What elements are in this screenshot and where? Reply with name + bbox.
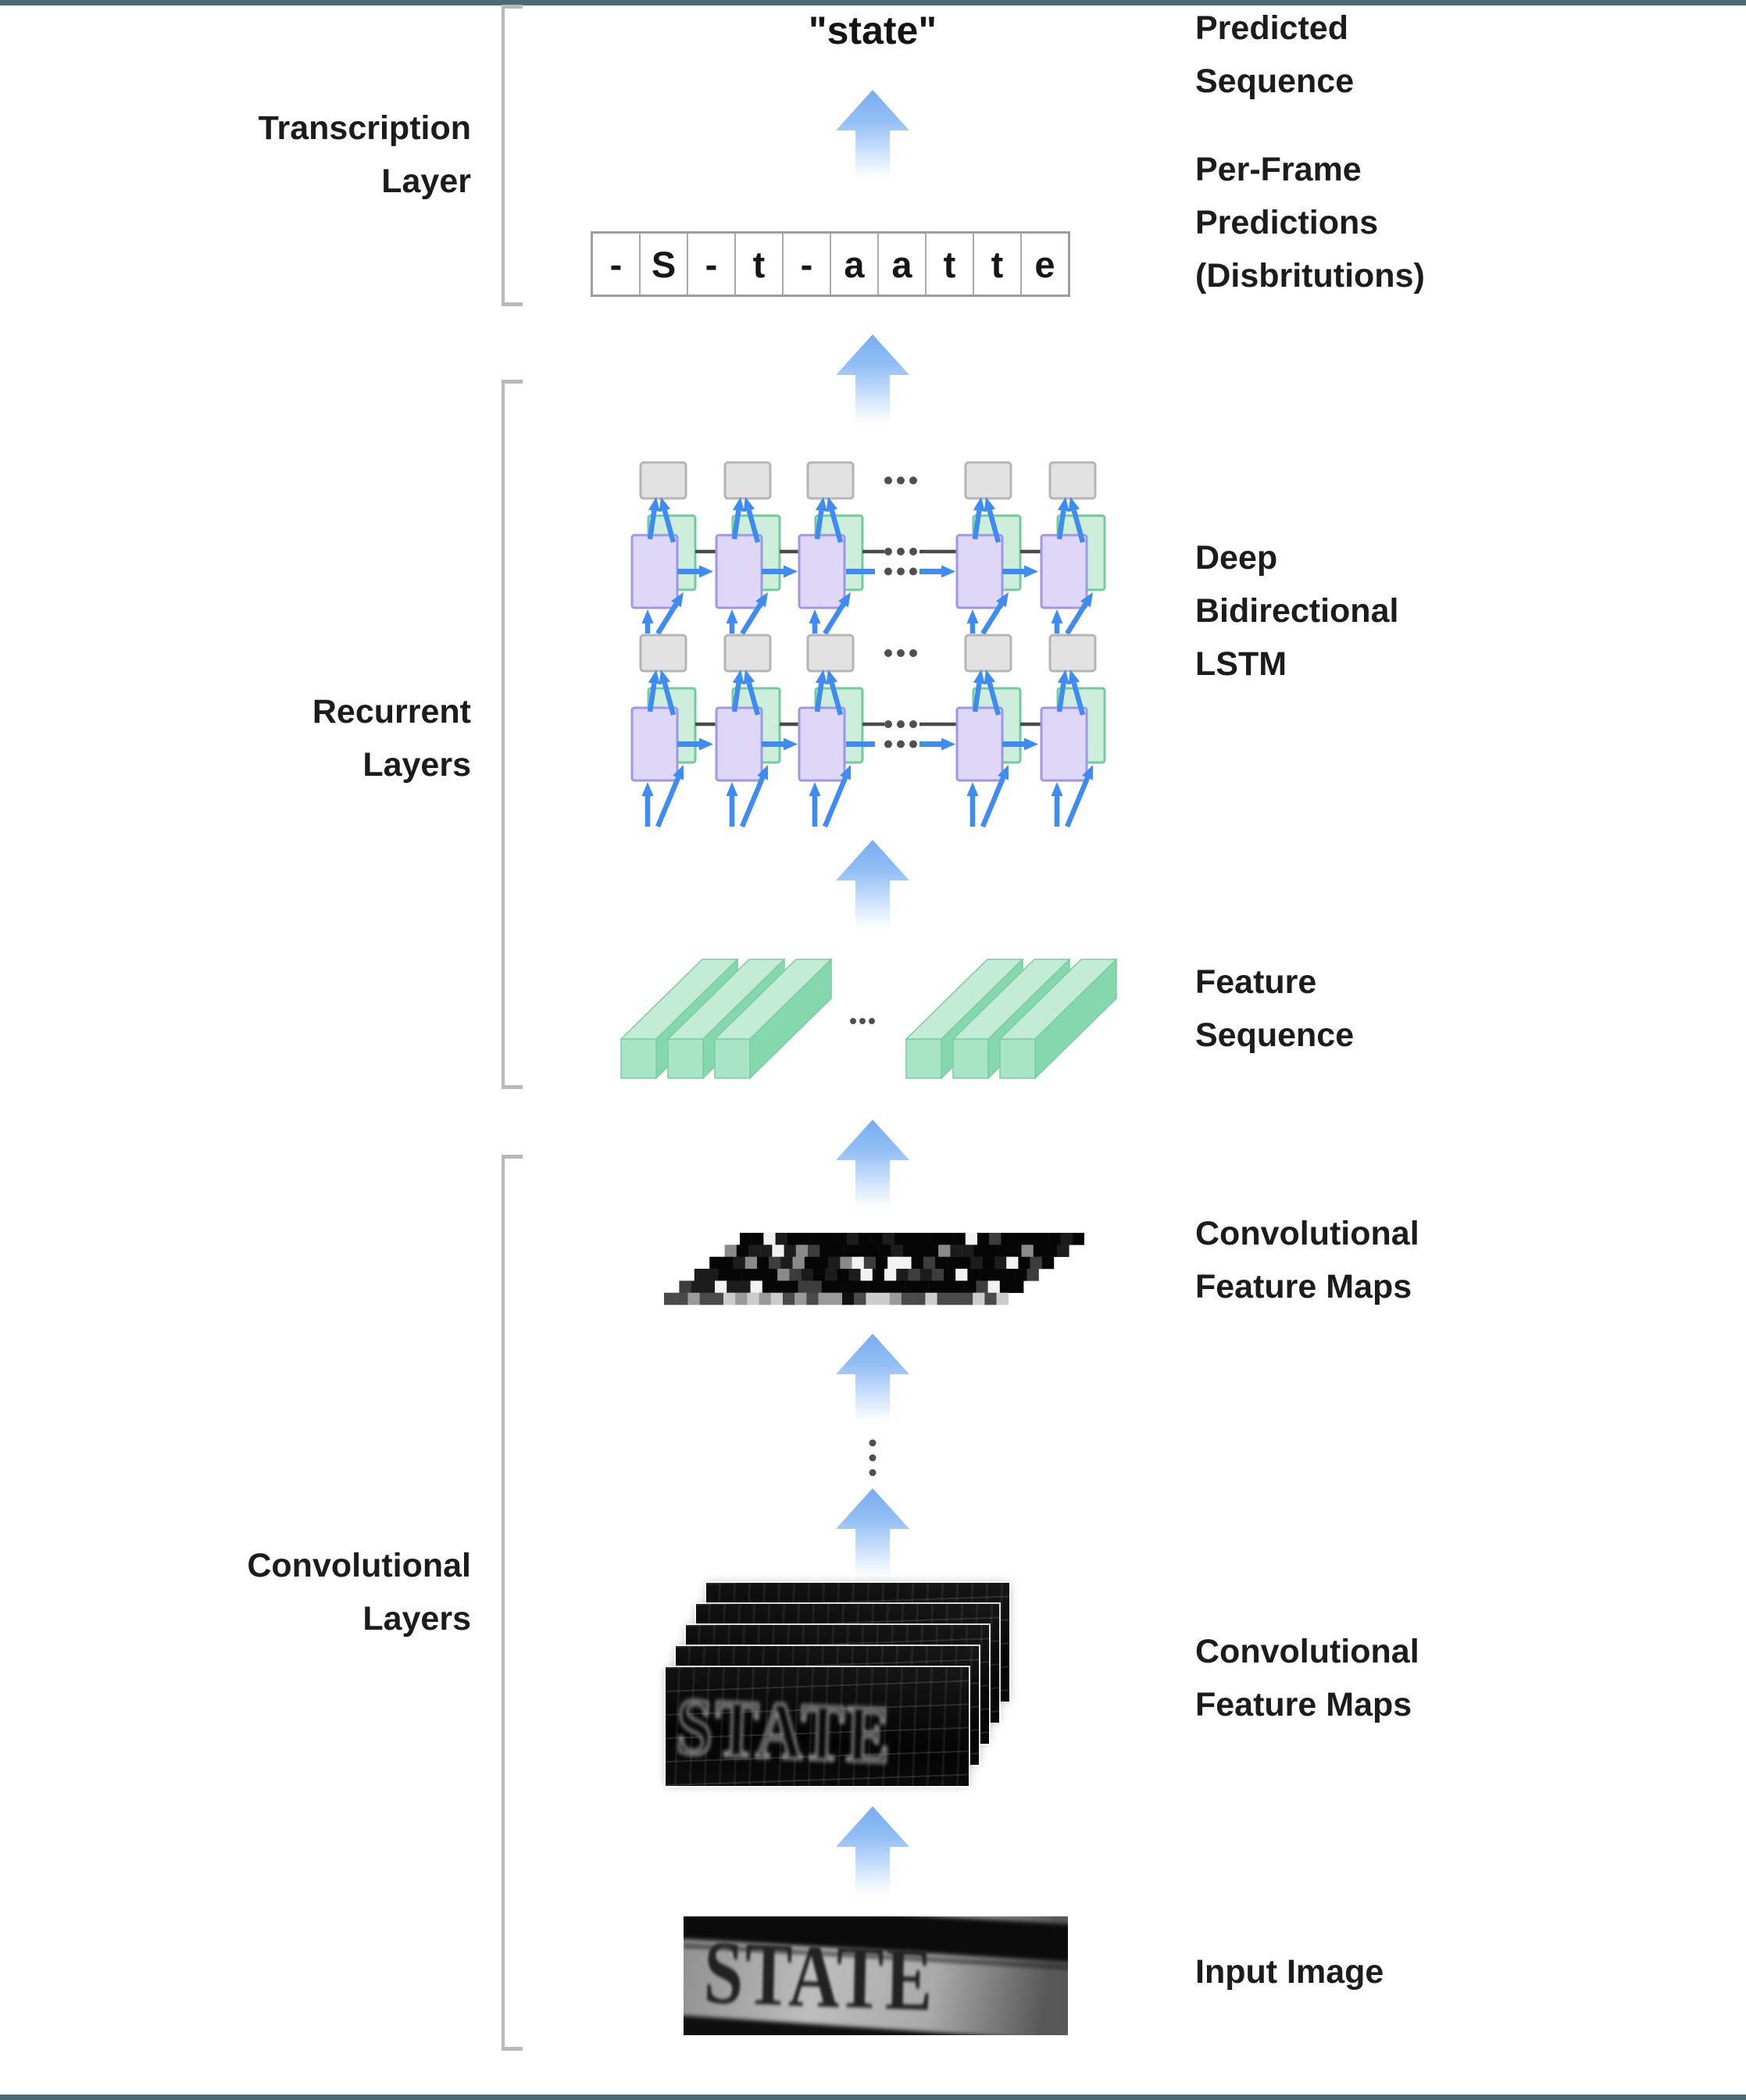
label-line: (Disbritutions) bbox=[1195, 257, 1425, 295]
label-line: Input Image bbox=[1195, 1953, 1384, 1991]
conv-feature-map-thin bbox=[664, 1233, 1084, 1305]
label-line: LSTM bbox=[1195, 645, 1287, 683]
predicted-sequence-text: "state" bbox=[808, 9, 937, 52]
flow-arrow bbox=[836, 1120, 909, 1215]
right-label-input-image: Input Image bbox=[1195, 1945, 1384, 1998]
bottom-accent-bar bbox=[0, 2095, 1746, 2100]
label-line: Transcription bbox=[258, 109, 471, 147]
label-line: Deep bbox=[1195, 539, 1278, 577]
prediction-cell: - bbox=[593, 234, 641, 295]
label-line: Recurrent bbox=[312, 693, 471, 730]
prediction-cell: - bbox=[688, 234, 736, 295]
label-line: Layer bbox=[381, 162, 471, 200]
label-line: Per-Frame bbox=[1195, 151, 1362, 188]
prediction-cell: t bbox=[974, 234, 1022, 295]
vertical-ellipsis-dots bbox=[869, 1439, 877, 1477]
transcription-layer-bracket bbox=[502, 5, 523, 306]
prediction-cell: a bbox=[831, 234, 879, 295]
label-line: Layers bbox=[362, 746, 471, 784]
prediction-cell: t bbox=[927, 234, 974, 295]
conv-feature-map-layer: STATE bbox=[666, 1667, 969, 1786]
label-line: Sequence bbox=[1195, 62, 1355, 100]
recurrent-layers-bracket bbox=[502, 380, 523, 1089]
label-line: Feature Maps bbox=[1195, 1268, 1412, 1305]
label-line: Bidirectional bbox=[1195, 592, 1399, 630]
flow-arrow bbox=[836, 1488, 909, 1584]
flow-arrow bbox=[836, 334, 909, 430]
flow-arrows bbox=[836, 90, 909, 1902]
flow-arrow bbox=[836, 1806, 909, 1902]
feature-sequence-bars bbox=[619, 958, 1118, 1080]
flow-arrow bbox=[836, 840, 909, 935]
label-line: Convolutional bbox=[1195, 1633, 1419, 1670]
bilstm-layer bbox=[630, 634, 1106, 828]
label-line: Sequence bbox=[1195, 1016, 1355, 1054]
prediction-cell: S bbox=[641, 234, 688, 295]
label-line: Feature Maps bbox=[1195, 1686, 1412, 1723]
label-line: Predictions bbox=[1195, 204, 1379, 241]
label-line: Layers bbox=[362, 1600, 471, 1638]
flow-arrow bbox=[836, 90, 909, 185]
bilstm-diagram bbox=[630, 461, 1106, 828]
label-line: Feature bbox=[1195, 963, 1317, 1001]
bilstm-layer bbox=[630, 461, 1106, 635]
prediction-cell: t bbox=[736, 234, 784, 295]
convolutional-layers-bracket bbox=[502, 1155, 523, 2051]
top-accent-bar bbox=[0, 0, 1746, 5]
label-line: Convolutional bbox=[247, 1547, 471, 1584]
input-image-state-text: STATE bbox=[702, 1923, 936, 2030]
label-line: Predicted bbox=[1195, 9, 1348, 47]
input-image: STATE bbox=[684, 1916, 1068, 2035]
flow-arrow bbox=[836, 1334, 909, 1429]
feature-map-state-text: STATE bbox=[674, 1680, 894, 1782]
prediction-cell: a bbox=[879, 234, 927, 295]
prediction-cell: - bbox=[784, 234, 831, 295]
label-line: Convolutional bbox=[1195, 1215, 1419, 1252]
prediction-cell: e bbox=[1034, 243, 1055, 285]
